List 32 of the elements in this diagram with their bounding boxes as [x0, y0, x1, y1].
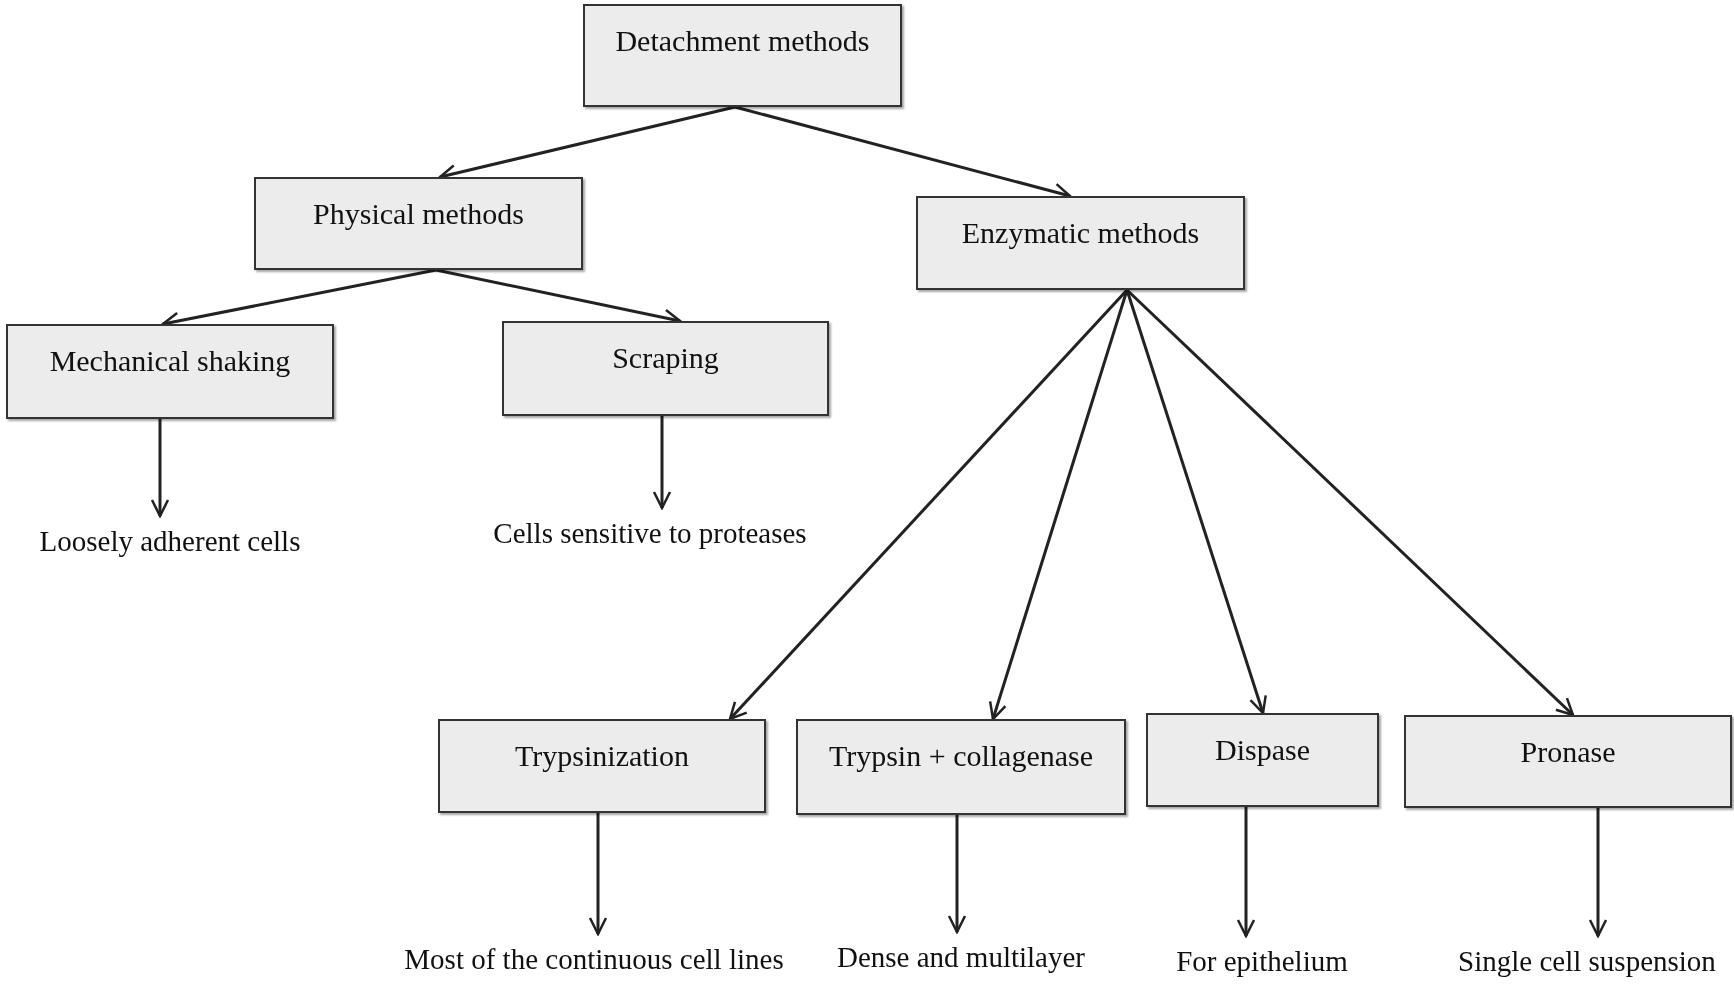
- arrow: [1588, 808, 1608, 938]
- box-label: Pronase: [1520, 735, 1616, 770]
- box-label: Scraping: [612, 341, 719, 376]
- box-label: Trypsin + collagenase: [828, 739, 1094, 774]
- process-box: [6, 324, 334, 419]
- process-box: [438, 719, 766, 813]
- process-box: [254, 177, 583, 270]
- arrow: [1236, 807, 1256, 938]
- outcome-text: Dense and multilayer: [837, 941, 1085, 975]
- arrow: [988, 289, 1129, 721]
- outcome-text: Cells sensitive to proteases: [493, 517, 807, 551]
- outcome-text: Most of the continuous cell lines: [404, 943, 784, 977]
- box-label: Trypsinization: [515, 739, 689, 774]
- process-box: [583, 4, 902, 107]
- arrow: [1125, 289, 1267, 715]
- process-box: [796, 719, 1126, 815]
- arrow: [150, 419, 170, 518]
- outcome-text: For epithelium: [1176, 945, 1348, 979]
- box-label: Detachment methods: [615, 24, 870, 59]
- box-label: Physical methods: [313, 197, 524, 232]
- box-label: Enzymatic methods: [961, 216, 1200, 251]
- process-box: [502, 321, 829, 416]
- arrow: [652, 416, 672, 510]
- arrow: [588, 813, 608, 936]
- process-box: [916, 196, 1245, 290]
- arrow: [947, 815, 967, 934]
- box-label: Mechanical shaking: [49, 344, 291, 379]
- process-box: [1404, 715, 1732, 808]
- outcome-text: Loosely adherent cells: [39, 525, 301, 559]
- outcome-text: Single cell suspension: [1458, 945, 1716, 979]
- box-label: Dispase: [1215, 733, 1310, 768]
- process-box: [1146, 713, 1379, 807]
